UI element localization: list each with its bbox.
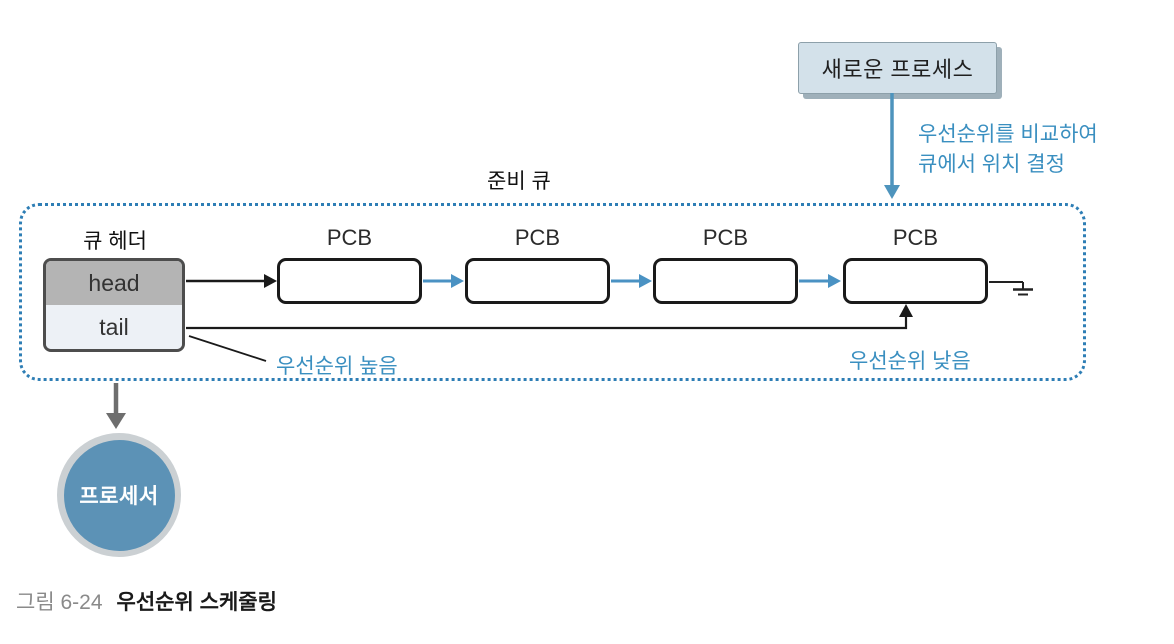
queue-tail-cell: tail (46, 305, 182, 349)
queue-header-label: 큐 헤더 (83, 230, 147, 253)
queue-head-label: head (88, 269, 140, 296)
pcb-label-4: PCB (892, 225, 939, 250)
figure-caption: 그림 6-24 우선순위 스케줄링 (16, 586, 277, 616)
enqueue-annotation: 우선순위를 비교하여 큐에서 위치 결정 (918, 120, 1098, 180)
caption-number: 그림 6-24 (16, 591, 103, 614)
pcb-box-1 (277, 258, 422, 304)
processor-label: 프로세서 (79, 485, 159, 508)
new-process-box: 새로운 프로세스 (798, 42, 997, 94)
pcb-label-1: PCB (326, 225, 373, 250)
processor-circle: 프로세서 (57, 433, 181, 557)
processor-inner-circle: 프로세서 (63, 439, 175, 551)
high-priority-label: 우선순위 높음 (276, 355, 398, 378)
caption-title: 우선순위 스케줄링 (116, 591, 277, 614)
enqueue-down-arrow-icon (884, 93, 900, 199)
pcb-label-2: PCB (514, 225, 561, 250)
enqueue-annotation-line2: 큐에서 위치 결정 (918, 153, 1065, 176)
enqueue-annotation-line1: 우선순위를 비교하여 (918, 123, 1098, 146)
queue-tail-label: tail (99, 313, 129, 340)
pcb-box-3 (653, 258, 798, 304)
queue-header-box: head tail (43, 258, 185, 352)
pcb-box-2 (465, 258, 610, 304)
ready-queue-label: 준비 큐 (487, 170, 551, 193)
queue-head-cell: head (46, 261, 182, 305)
ready-queue-box (19, 203, 1086, 381)
pcb-box-4 (843, 258, 988, 304)
dispatch-down-arrow-icon (106, 383, 126, 429)
new-process-label: 새로운 프로세스 (821, 57, 974, 82)
low-priority-label: 우선순위 낮음 (849, 350, 971, 373)
pcb-label-3: PCB (702, 225, 749, 250)
